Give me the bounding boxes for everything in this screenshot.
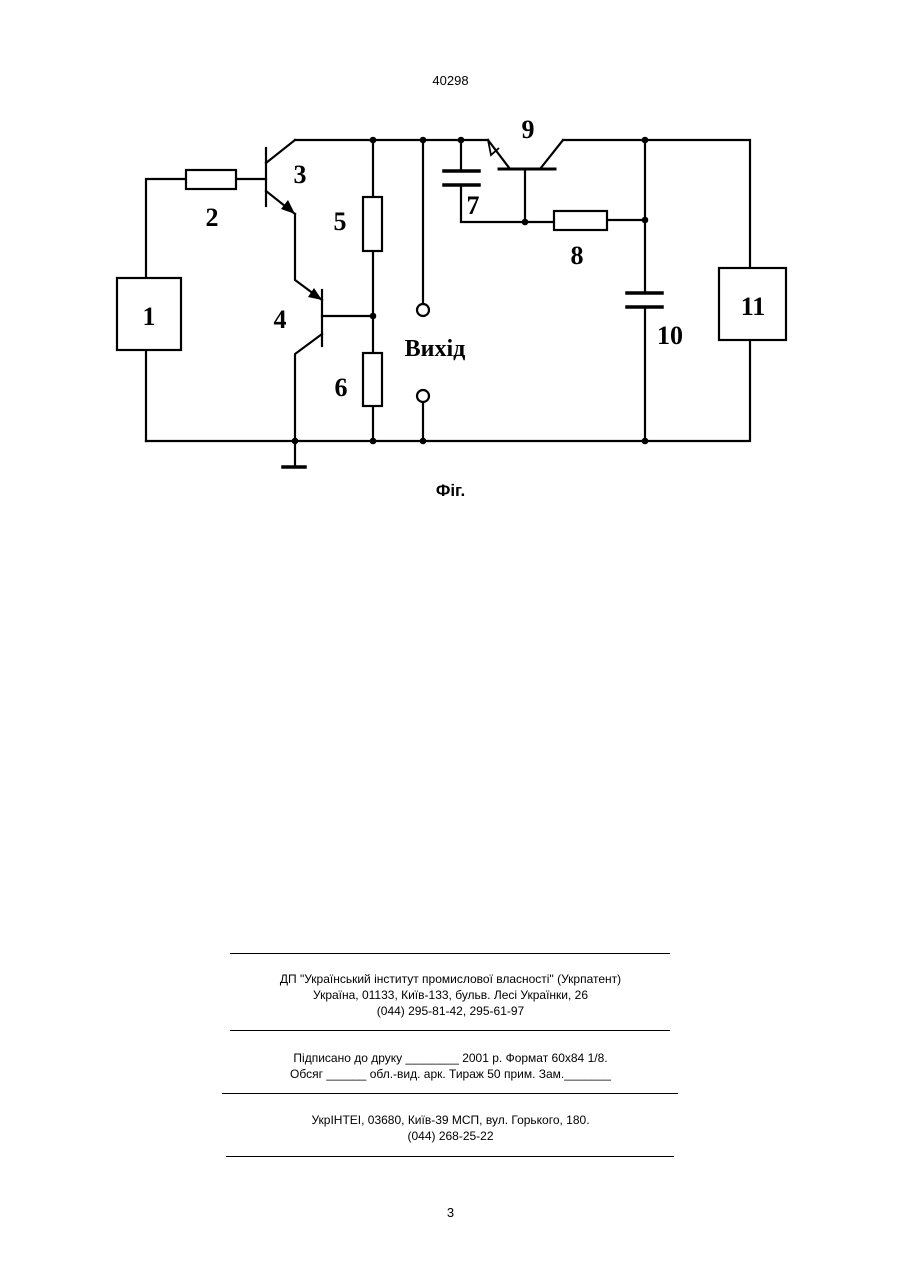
divider-4 [226, 1156, 674, 1157]
resistor-6 [363, 353, 382, 406]
org-address: Україна, 01133, Київ-133, бульв. Лесі Ук… [0, 987, 901, 1003]
label-10: 10 [657, 321, 683, 350]
label-4: 4 [274, 305, 287, 334]
page-number: 3 [0, 1205, 901, 1220]
label-2: 2 [206, 203, 219, 232]
label-11: 11 [741, 292, 766, 321]
label-9: 9 [522, 115, 535, 144]
imprint-organization: ДП "Український інститут промислової вла… [0, 971, 901, 1019]
divider-2 [230, 1030, 670, 1031]
divider-1 [230, 953, 670, 954]
resistor-8 [554, 211, 607, 230]
org-name: ДП "Український інститут промислової вла… [0, 971, 901, 987]
label-1: 1 [143, 302, 156, 331]
label-6: 6 [335, 373, 348, 402]
printer-phone: (044) 268-25-22 [0, 1128, 901, 1144]
circuit-diagram: 1 2 3 4 5 6 7 8 9 10 11 Вихід [0, 110, 901, 480]
resistor-2 [186, 170, 236, 189]
document-number: 40298 [0, 73, 901, 88]
divider-3 [222, 1093, 678, 1094]
imprint-print-info: Підписано до друку ________ 2001 р. Форм… [0, 1050, 901, 1082]
output-terminal-top [417, 304, 429, 316]
org-phone: (044) 295-81-42, 295-61-97 [0, 1003, 901, 1019]
resistor-5 [363, 197, 382, 251]
imprint-printer: УкрІНТЕІ, 03680, Київ-39 МСП, вул. Горьк… [0, 1112, 901, 1144]
label-8: 8 [571, 241, 584, 270]
printer-address: УкрІНТЕІ, 03680, Київ-39 МСП, вул. Горьк… [0, 1112, 901, 1128]
print-signed: Підписано до друку ________ 2001 р. Форм… [0, 1050, 901, 1066]
label-5: 5 [334, 207, 347, 236]
transistor-4-arrow-icon [308, 288, 322, 300]
label-output: Вихід [405, 336, 466, 362]
transistor-3-arrow-icon [281, 200, 295, 214]
label-3: 3 [294, 160, 307, 189]
print-volume: Обсяг ______ обл.-вид. арк. Тираж 50 при… [0, 1066, 901, 1082]
output-terminal-bottom [417, 390, 429, 402]
figure-caption: Фіг. [0, 481, 901, 501]
label-7: 7 [467, 191, 480, 220]
